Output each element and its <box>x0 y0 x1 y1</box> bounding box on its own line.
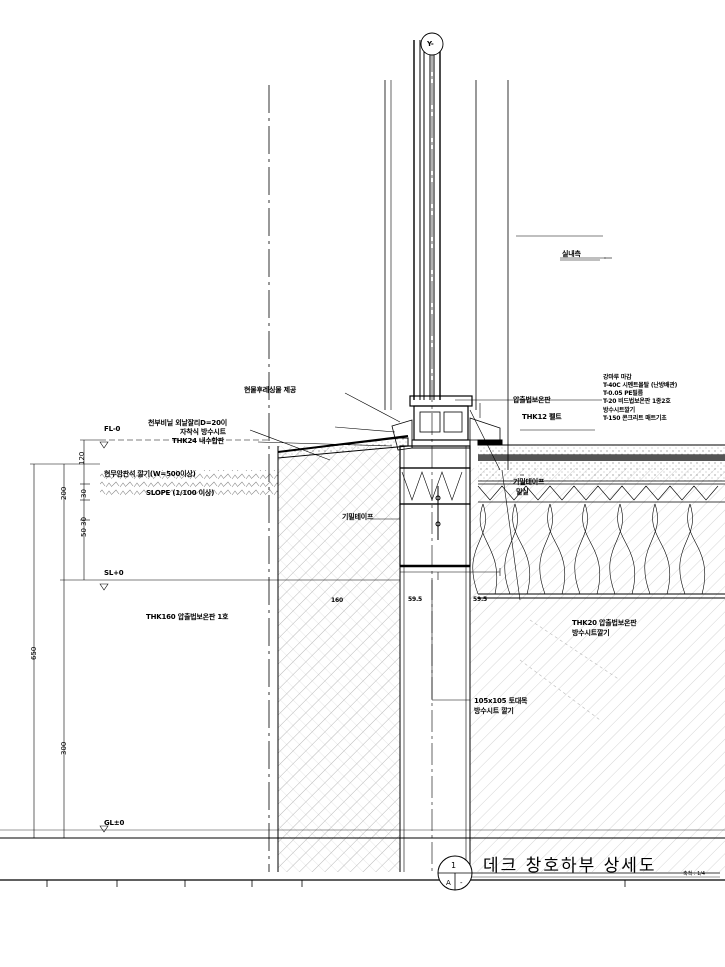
dimension-lines-right <box>399 568 501 701</box>
dim-160: 160 <box>331 597 343 604</box>
finish-2: T-40C 시멘트몰탈 (난방배관) <box>603 382 678 389</box>
note-insulation-lower: THK160 압출법보온판 1호 <box>146 613 229 621</box>
finish-6: T-150 콘크리트 매트기초 <box>603 415 667 422</box>
note-plywood: THK24 내수합판 <box>172 437 224 445</box>
drawing-title: 데크 창호하부 상세도 <box>483 856 657 876</box>
detail-tag-graphic <box>437 855 720 891</box>
note-flashing: 현물후레싱물 제공 <box>244 386 297 394</box>
note-insulation-bottom-1: THK20 압출법보온판 <box>572 619 637 627</box>
level-sl: SL+0 <box>104 569 124 577</box>
level-fl: FL-0 <box>104 425 121 433</box>
note-tape-right-1: 기밀테이프 <box>513 478 545 486</box>
window-frame <box>384 40 509 470</box>
finish-1: 강마루 마감 <box>603 374 632 381</box>
finish-4: T-20 비드법보온판 1종2호 <box>603 398 671 405</box>
finish-3: T-0.05 PE필름 <box>603 390 643 397</box>
dim-59-b: 59.5 <box>473 596 488 603</box>
note-stone: 현무암판석 깔기(W=500이상) <box>104 470 196 478</box>
sill-post <box>399 445 471 872</box>
note-insulation-top: 압출법보온판 <box>513 396 551 404</box>
note-insulation-bottom-2: 방수시트깔기 <box>572 629 610 637</box>
note-timber-2: 방수시트 깔기 <box>474 707 514 715</box>
dim-30: 30 <box>80 489 88 498</box>
dim-200: 200 <box>60 486 68 500</box>
drawing-scale: 축척 : 1/4 <box>683 871 706 877</box>
note-slope: SLOPE (1/100 이상) <box>146 489 215 497</box>
dim-120: 120 <box>78 451 86 465</box>
detail-number: 1 <box>451 861 456 870</box>
dim-59-a: 59.5 <box>408 596 423 603</box>
floor-layers <box>472 444 725 599</box>
note-membrane-1: 천부비닐 외날잘리D=20이 <box>148 419 228 427</box>
grid-bubble <box>420 32 444 56</box>
foundation-concrete <box>278 446 725 872</box>
finish-5: 방수시트깔기 <box>603 407 635 414</box>
ground-soil <box>100 470 278 496</box>
note-membrane-2: 자착식 방수시트 <box>180 428 226 436</box>
room-label: 실내측 <box>562 250 581 258</box>
dim-300: 300 <box>60 741 68 755</box>
leader-lines <box>249 235 612 601</box>
dim-50-30: 50 30 <box>80 516 88 537</box>
level-gl: GL±0 <box>104 819 125 827</box>
detail-sheet: A <box>446 879 451 887</box>
grid-marker-label: Y- <box>427 40 434 48</box>
dim-650: 650 <box>30 646 38 660</box>
note-felt: THK12 펠트 <box>522 413 562 421</box>
level-lines <box>0 439 725 881</box>
note-timber-1: 105x105 토대목 <box>474 697 528 705</box>
detail-sheet-ref: - <box>460 879 463 887</box>
note-tape-right-2: 밀실 <box>516 488 529 496</box>
note-tape-left: 기밀테이프 <box>342 513 374 521</box>
sheet-border-ticks <box>46 880 626 887</box>
